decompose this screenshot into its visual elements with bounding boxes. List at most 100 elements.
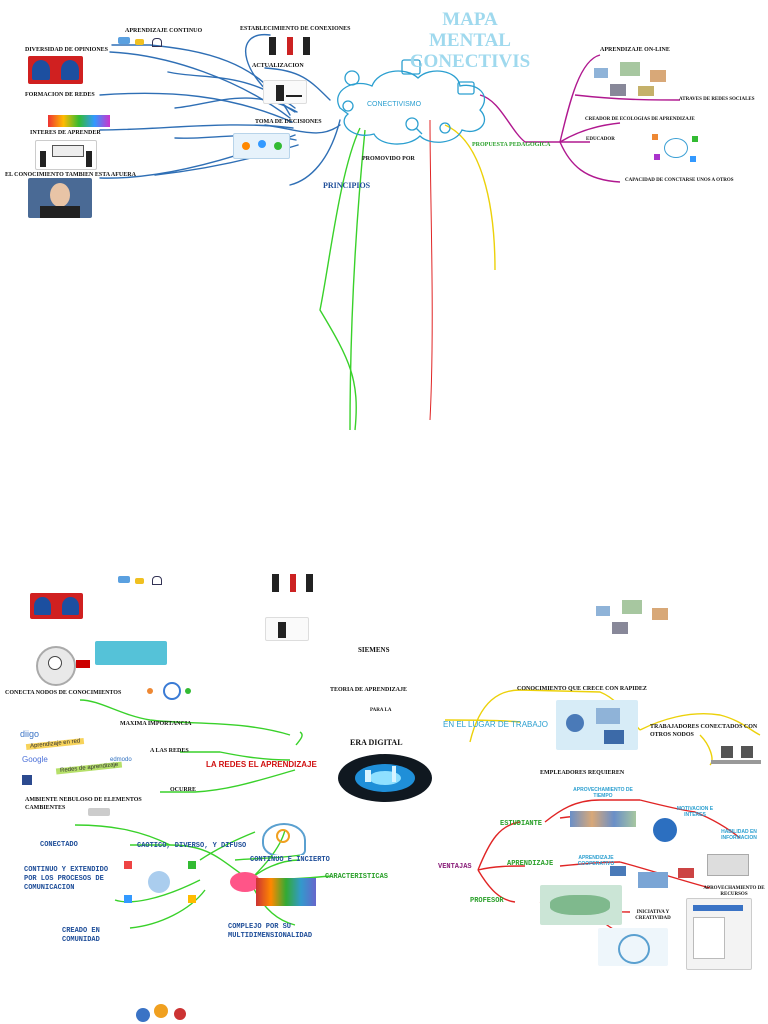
branch-ap-1 xyxy=(559,861,621,867)
image-cc-badge xyxy=(88,808,110,816)
label-maxima: MAXIMA IMPORTANCIA xyxy=(120,721,192,727)
image-network-people xyxy=(118,855,204,910)
label-habilidad: HABILIDAD EN INFORMACION xyxy=(721,829,757,841)
branch-lugar xyxy=(444,719,521,723)
icon-mail xyxy=(135,39,144,45)
image-time-people xyxy=(570,803,636,831)
label-actualizacion: ACTUALIZACION xyxy=(252,63,304,69)
icon-people-small xyxy=(118,37,130,44)
branch-diversidad xyxy=(109,51,291,119)
image-toma-decisiones xyxy=(233,133,290,159)
label-conocimiento-afuera: EL CONOCIMIENTO TAMBIEN ESTA AFUERA xyxy=(5,172,136,178)
image-diversidad xyxy=(28,56,83,84)
label-creador: CREADOR DE ECOLOGIAS DE APRENDIZAJE xyxy=(585,117,695,122)
label-cooperativo: APRENDIZAJE COOPERATIVO xyxy=(577,855,615,867)
label-a-las-redes: A LAS REDES xyxy=(150,748,189,754)
label-conectado: CONECTADO xyxy=(40,841,78,849)
branch-caract-up xyxy=(199,831,256,861)
image-online-network xyxy=(590,60,672,100)
branch-promovido xyxy=(319,127,361,431)
label-conocimiento-crece: CONOCIMIENTO QUE CRECE CON RAPIDEZ xyxy=(517,686,647,692)
label-formacion: FORMACION DE REDES xyxy=(25,92,95,98)
branch-creado xyxy=(129,889,206,929)
image-workers xyxy=(707,742,765,777)
branch-bottom-1 xyxy=(295,731,303,746)
branch-online xyxy=(559,54,601,143)
image-formacion-redes xyxy=(48,103,110,129)
label-aprov-tiempo: APROVECHAMIENTO DE TIEMPO xyxy=(573,787,633,799)
image-collage: diigo Aprendizaje en red Google edmodo R… xyxy=(18,729,140,791)
branch-caract-r2 xyxy=(234,854,301,861)
icon-mail-2 xyxy=(135,578,144,584)
label-diversidad: DIVERSIDAD DE OPINIONES xyxy=(25,47,109,53)
label-caotico: CAOTICO, DIVERSO, Y DIFUSO xyxy=(137,842,247,850)
branch-conectado xyxy=(74,824,171,846)
label-motivacion: MOTIVACION E INTERES xyxy=(676,806,714,818)
image-diversidad-2 xyxy=(30,593,83,619)
label-multidimensionalidad: MULTIDIMENSIONALIDAD xyxy=(228,932,313,940)
image-crowd xyxy=(226,862,318,910)
image-interes xyxy=(35,140,97,170)
image-nodes xyxy=(145,676,195,704)
image-habilidad xyxy=(703,846,751,880)
label-la-redes: LA REDES EL APRENDIZAJE xyxy=(206,760,317,769)
label-aprov-recursos: APROVECHAMIENTO DE RECURSOS xyxy=(703,886,765,897)
branch-creador xyxy=(559,122,621,143)
label-trabajadores: TRABAJADORES CONECTADOS CON xyxy=(650,724,758,730)
label-comunidad: COMUNIDAD xyxy=(62,936,100,944)
image-establecimiento xyxy=(265,33,315,57)
image-actualizacion xyxy=(263,80,307,104)
label-ambiente: AMBIENTE NEBULOSO DE ELEMENTOS xyxy=(25,797,142,803)
label-online: APRENDIZAJE ON-LINE xyxy=(600,47,670,53)
branch-formacion xyxy=(99,92,293,123)
label-otros-nodos: OTROS NODOS xyxy=(650,732,694,738)
image-actualizacion-2 xyxy=(265,617,309,641)
conectivismo-cloud xyxy=(337,59,486,145)
map-title: MAPA MENTAL CONECTIVIS xyxy=(409,9,531,72)
headset-icon-2 xyxy=(152,576,162,585)
branch-principios xyxy=(289,119,341,186)
branch-redes-left xyxy=(180,751,291,761)
image-cooperativo xyxy=(604,858,702,898)
branch-v-aprend xyxy=(477,865,526,871)
label-promovido: PROMOVIDO POR xyxy=(362,156,415,162)
label-teoria: TEORIA DE APRENDIZAJE xyxy=(330,687,408,693)
label-ventajas: VENTAJAS xyxy=(438,863,472,871)
label-estudiante: ESTUDIANTE xyxy=(500,820,543,828)
image-workplace xyxy=(556,700,638,750)
image-recursos xyxy=(686,898,752,970)
image-question-icons xyxy=(130,1000,205,1024)
image-person-photo xyxy=(28,178,92,218)
label-complejo: COMPLEJO POR SU xyxy=(228,923,292,931)
label-toma: TOMA DE DECISIONES xyxy=(255,119,322,125)
branch-capacidad xyxy=(559,141,621,183)
label-aprendizaje-continuo: APRENDIZAJE CONTINUO xyxy=(125,28,203,34)
image-profesor xyxy=(540,885,622,925)
image-educador xyxy=(650,132,700,162)
era-digital-image xyxy=(338,754,432,802)
branch-continuo-ext xyxy=(114,879,201,903)
branch-promovido-2 xyxy=(349,129,366,431)
label-educador: EDUCADOR xyxy=(586,137,615,142)
label-continuo-incierto: CONTINUO E INCIERTO xyxy=(250,856,330,864)
branch-maxima xyxy=(79,699,291,736)
image-cycle xyxy=(598,928,668,966)
label-profesor: PROFESOR xyxy=(470,897,504,905)
label-establecimiento: ESTABLECIMIENTO DE CONEXIONES xyxy=(240,26,351,32)
label-principios: PRINCIPIOS xyxy=(323,181,371,190)
branch-est-1 xyxy=(544,799,640,823)
label-conectivismo: CONECTIVISMO xyxy=(367,101,422,108)
headset-icon xyxy=(152,38,162,47)
branch-est-3 xyxy=(694,811,741,839)
label-propuesta: PROPUESTA PEDAGOGICA xyxy=(472,142,551,148)
image-establecimiento-2 xyxy=(268,570,318,596)
label-para-la: PARA LA xyxy=(370,708,392,713)
branch-yellow xyxy=(444,124,496,271)
branch-red xyxy=(429,119,433,421)
image-head-gears xyxy=(258,819,310,855)
label-lugar-trabajo: EN EL LUGAR DE TRABAJO xyxy=(443,720,548,729)
label-atraves: ATRAVES DE REDES SOCIALES xyxy=(679,97,755,102)
label-caracteristicas: CARACTERISTICAS xyxy=(325,873,389,881)
label-creado: CREADO EN xyxy=(62,927,100,935)
image-globe xyxy=(647,814,683,846)
